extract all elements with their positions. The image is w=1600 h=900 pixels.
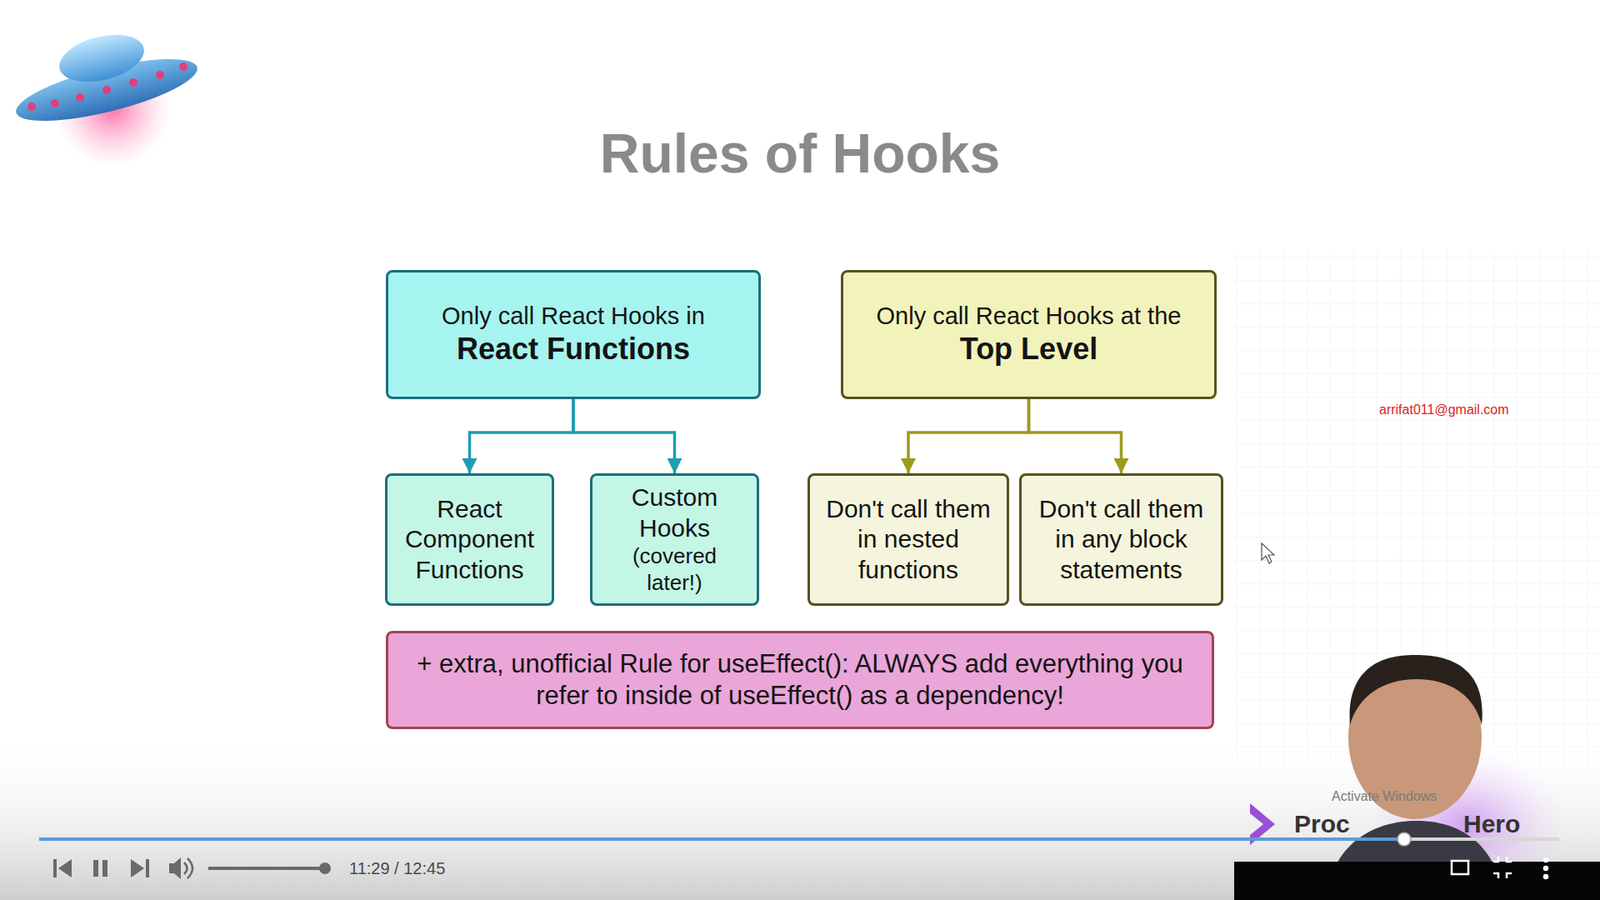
box-text: Only call React Hooks in [441, 301, 705, 331]
box-text: React Component Functions [397, 494, 542, 586]
detail-box: React Component Functions [385, 473, 555, 606]
tree-connector [1029, 399, 1122, 474]
rule-box: Only call React Hooks at theTop Level [840, 270, 1217, 400]
tree-connector [470, 399, 575, 474]
tree-connector [573, 399, 675, 474]
detail-box: Don't call them in nested functions [807, 473, 1010, 606]
player-controls [53, 857, 331, 880]
tree-connector [908, 399, 1030, 474]
detail-box: Custom Hooks(covered later!) [590, 473, 760, 606]
detail-box: Don't call them in any block statements [1019, 473, 1224, 606]
box-text: Only call React Hooks at the [876, 301, 1182, 331]
ufo-illustration [10, 26, 203, 167]
logo-text: Hero [1463, 809, 1520, 840]
watermark-email: arrifat011@gmail.com [1379, 401, 1510, 419]
slide-title: Rules of Hooks [0, 120, 1600, 188]
box-subtext: (covered later!) [602, 543, 747, 596]
box-text: + extra, unofficial Rule for useEffect()… [398, 648, 1202, 712]
box-text: Don't call them in any block statements [1031, 494, 1211, 586]
box-text: Don't call them in nested functions [820, 494, 997, 586]
box-text: Custom Hooks [602, 482, 747, 544]
presenter-webcam [1234, 655, 1600, 900]
player-right-icons [1451, 856, 1548, 879]
rule-box: Only call React Hooks inReact Functions [385, 270, 761, 400]
mouse-cursor [1261, 543, 1275, 564]
note-box: + extra, unofficial Rule for useEffect()… [385, 630, 1215, 730]
box-subtext: React Functions [456, 330, 690, 368]
logo-text: Proc [1294, 809, 1350, 840]
os-watermark: Activate Windows [1331, 788, 1437, 805]
video-timestamp: 11:29 / 12:45 [349, 858, 445, 879]
box-subtext: Top Level [960, 330, 1098, 368]
